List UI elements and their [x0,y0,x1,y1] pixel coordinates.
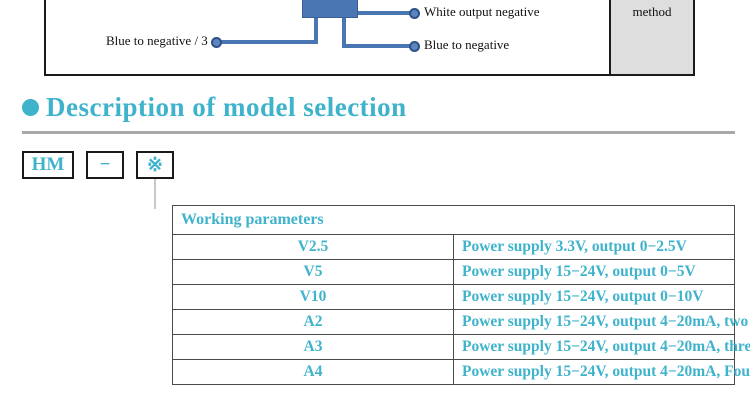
row-description: Power supply 15−24V, output 0−10V [453,284,735,310]
row-description: Power supply 15−24V, output 0−5V [453,259,735,285]
row-code: A2 [172,309,454,335]
heading-divider [22,131,735,134]
row-description: Power supply 15−24V, output 4−20mA, thre… [453,334,750,360]
model-code-variant-box: ※ [136,151,174,179]
wire-white-output [358,11,414,15]
model-code-separator-box: − [86,151,124,179]
label-blue-to-negative: Blue to negative [424,37,510,52]
node-blue-to-negative-3 [211,37,222,48]
node-blue-to-negative [409,41,420,52]
row-description: Power supply 3.3V, output 0−2.5V [453,234,735,260]
node-white-output [409,8,420,19]
table-row: V2.5 Power supply 3.3V, output 0−2.5V [172,234,735,260]
table-row: A2 Power supply 15−24V, output 4−20mA, t… [172,309,750,335]
row-code: A4 [172,359,454,385]
wire-blue-neg3-stub [314,18,318,40]
label-blue-to-negative-3: Blue to negative / 3 [106,33,208,48]
row-code: V10 [172,284,454,310]
page-title: Description of model selection [46,92,407,122]
wire-blue-neg3-run [217,40,318,44]
section-heading: Description of model selection [22,92,407,123]
method-cell-label: method [632,4,672,19]
table-row: A3 Power supply 15−24V, output 4−20mA, t… [172,334,750,360]
wire-blue-neg-stub [342,18,346,44]
wire-blue-neg-run [342,44,414,48]
device-block: Type [302,0,358,18]
table-header-row: Working parameters [172,205,735,235]
working-parameters-table: Working parameters V2.5 Power supply 3.3… [172,205,750,385]
row-code: V2.5 [172,234,454,260]
method-cell: method [609,0,695,76]
bullet-icon [22,99,39,116]
table-row: V5 Power supply 15−24V, output 0−5V [172,259,735,285]
row-code: A3 [172,334,454,360]
table-body: Working parameters V2.5 Power supply 3.3… [172,205,750,385]
model-code-prefix-box: HM [22,151,74,179]
table-row: V10 Power supply 15−24V, output 0−10V [172,284,735,310]
table-header-cell: Working parameters [172,205,735,235]
table-row: A4 Power supply 15−24V, output 4−20mA, F… [172,359,750,385]
row-code: V5 [172,259,454,285]
model-code-connector-line [154,179,156,209]
label-white-output-negative: White output negative [424,4,540,19]
row-description: Power supply 15−24V, output 4−20mA, Four… [453,359,750,385]
row-description: Power supply 15−24V, output 4−20mA, two … [453,309,750,335]
